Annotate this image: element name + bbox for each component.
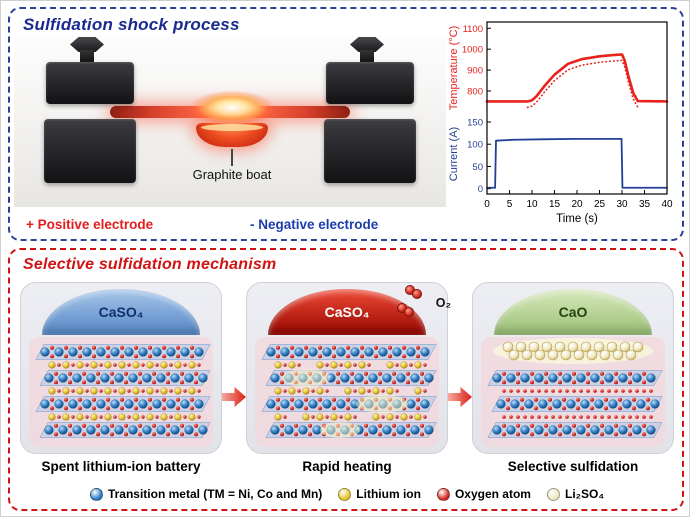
dome-label: CaSO₄	[324, 304, 370, 320]
svg-text:5: 5	[507, 199, 513, 210]
legend-label: Li₂SO₄	[564, 487, 605, 501]
svg-text:0: 0	[484, 199, 490, 210]
stage-box-sulfidation: CaO	[472, 282, 674, 454]
sulfidation-shock-panel: Sulfidation shock process Graphite boat …	[8, 7, 684, 241]
crystal-lattice-heating	[255, 337, 439, 447]
molten-glow	[190, 90, 274, 126]
svg-text:100: 100	[467, 140, 483, 151]
svg-text:Current (A): Current (A)	[448, 127, 460, 181]
legend-item-lithium: Lithium ion	[338, 487, 421, 501]
svg-text:150: 150	[467, 118, 483, 129]
dome-label: CaO	[558, 304, 588, 320]
svg-text:0: 0	[478, 184, 483, 195]
crystal-lattice-sulfidized	[481, 337, 665, 447]
o2-molecule-icon	[397, 303, 415, 317]
right-clamp-upper-block	[326, 62, 414, 104]
legend-label: Lithium ion	[356, 487, 421, 501]
cao-dome: CaO	[494, 289, 652, 335]
caso4-dome-spent: CaSO₄	[42, 289, 200, 335]
stage-caption: Rapid heating	[302, 459, 392, 474]
stage-caption: Spent lithium-ion battery	[41, 459, 201, 474]
svg-text:10: 10	[526, 199, 538, 210]
legend: Transition metal (TM = Ni, Co and Mn) Li…	[20, 487, 674, 501]
graphite-boat	[196, 123, 268, 147]
arrow-right-icon	[448, 386, 472, 408]
svg-text:900: 900	[467, 66, 483, 77]
oxygen-atom-sphere-icon	[436, 487, 450, 501]
top-panel-title: Sulfidation shock process	[23, 15, 240, 34]
stage-spent-battery: CaSO₄ Spent lithium-ion battery	[20, 282, 222, 474]
left-bolt-icon	[70, 37, 104, 52]
svg-text:Temperature (°C): Temperature (°C)	[448, 26, 460, 110]
o2-molecule-icon	[405, 285, 423, 299]
stage-selective-sulfidation: CaO Selective sulfidation	[472, 282, 674, 474]
svg-text:15: 15	[549, 199, 561, 210]
svg-text:25: 25	[594, 199, 606, 210]
legend-item-oxygen: Oxygen atom	[436, 487, 531, 501]
svg-text:1000: 1000	[462, 45, 483, 56]
oxygen-gas-cluster: O₂	[395, 285, 451, 323]
graphite-boat-label: Graphite boat	[192, 167, 272, 182]
lithium-ion-sphere-icon	[338, 487, 352, 501]
svg-text:35: 35	[639, 199, 651, 210]
svg-text:1100: 1100	[463, 24, 483, 35]
svg-text:40: 40	[661, 199, 673, 210]
svg-text:Time (s): Time (s)	[556, 213, 598, 225]
apparatus-photo: Graphite boat	[14, 35, 446, 207]
dome-label: CaSO₄	[98, 304, 144, 320]
bottom-panel-title: Selective sulfidation mechanism	[23, 256, 277, 273]
left-clamp-lower-block	[44, 119, 136, 183]
negative-electrode-label: - Negative electrode	[250, 217, 379, 232]
legend-label: Transition metal (TM = Ni, Co and Mn)	[107, 487, 323, 501]
positive-electrode-label: + Positive electrode	[26, 217, 154, 232]
right-bolt-shaft	[360, 50, 374, 64]
arrow-right-icon	[222, 386, 246, 408]
svg-text:20: 20	[571, 199, 583, 210]
stage-rapid-heating: CaSO₄ O₂ Rapid heating	[246, 282, 451, 474]
mechanism-stages: CaSO₄ Spent lithium-ion battery CaSO₄	[20, 282, 674, 474]
right-bolt-icon	[350, 37, 384, 52]
transition-metal-sphere-icon	[89, 487, 103, 501]
boat-pointer-line	[231, 149, 233, 166]
left-bolt-shaft	[80, 50, 94, 64]
stage-box-heating: CaSO₄ O₂	[246, 282, 451, 454]
mechanism-panel: Selective sulfidation mechanism CaSO₄ Sp…	[8, 248, 684, 511]
crystal-lattice-spent	[29, 337, 213, 447]
svg-text:50: 50	[472, 162, 483, 173]
right-clamp-lower-block	[324, 119, 416, 183]
stage-caption: Selective sulfidation	[507, 459, 639, 474]
svg-text:800: 800	[467, 87, 483, 98]
legend-item-li2so4: Li₂SO₄	[546, 487, 605, 501]
legend-item-transition-metal: Transition metal (TM = Ni, Co and Mn)	[89, 487, 323, 501]
svg-text:30: 30	[616, 199, 628, 210]
left-clamp-upper-block	[46, 62, 134, 104]
li2so4-sphere-icon	[546, 487, 560, 501]
o2-label: O₂	[435, 296, 451, 310]
stage-box-spent: CaSO₄	[20, 282, 222, 454]
legend-label: Oxygen atom	[454, 487, 531, 501]
